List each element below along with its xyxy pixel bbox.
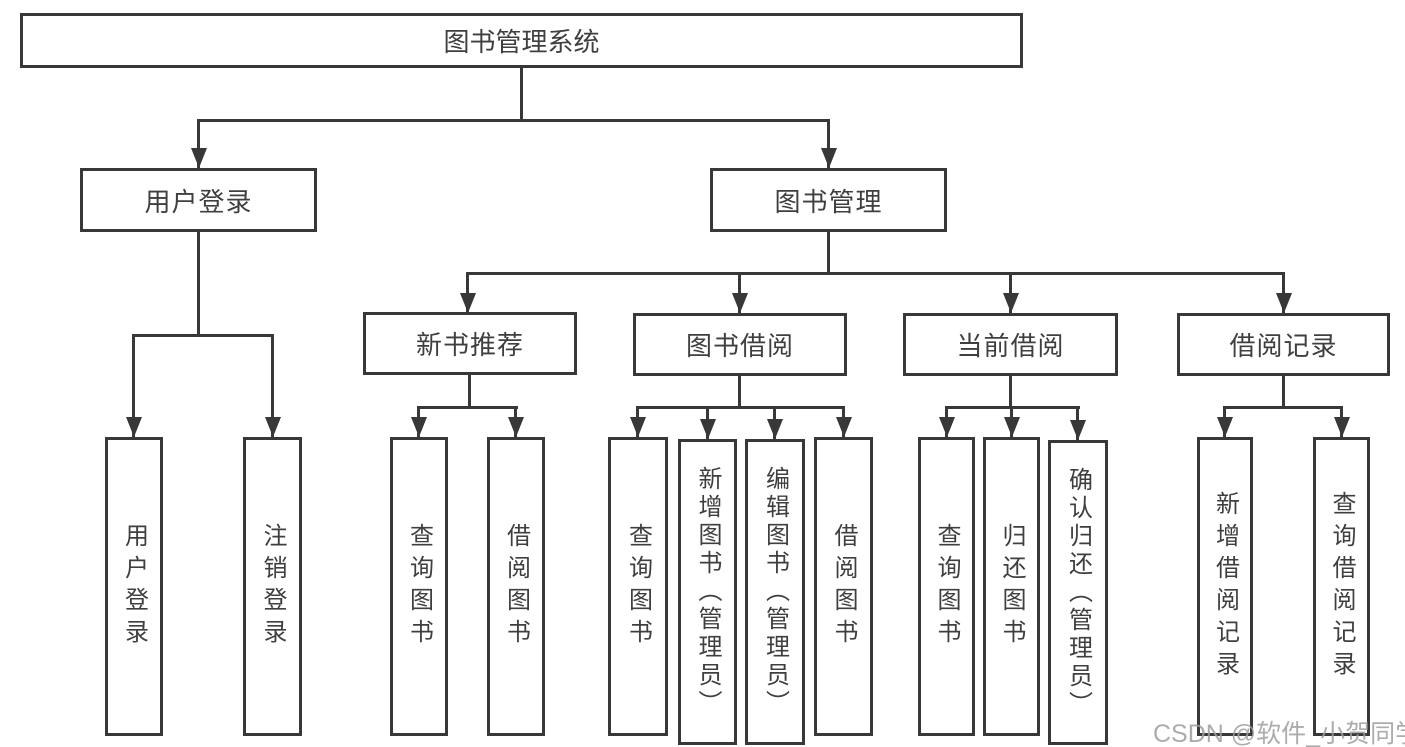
node-book-borrowing: 图书借阅 (633, 313, 847, 376)
edge-arrow-down-icon (271, 334, 274, 437)
node-book-management: 图书管理 (710, 168, 947, 232)
leaf-edit-book-admin: 编辑图书（管理员） (745, 439, 805, 745)
edge-arrow-down-icon (636, 406, 639, 437)
edge-arrow-down-icon (1223, 406, 1226, 437)
edge-arrow-down-icon (1340, 406, 1343, 437)
edge-arrow-down-icon (1076, 406, 1079, 440)
edge-line (1009, 376, 1012, 407)
leaf-query-books-2-label: 查询图书 (624, 522, 652, 651)
node-root: 图书管理系统 (20, 13, 1023, 68)
node-current-borrowing: 当前借阅 (903, 313, 1118, 376)
edge-arrow-down-icon (1009, 272, 1012, 313)
leaf-return-book: 归还图书 (983, 437, 1040, 736)
leaf-edit-book-admin-label: 编辑图书（管理员） (761, 466, 789, 718)
leaf-confirm-return-admin: 确认归还（管理员） (1048, 440, 1108, 745)
edge-arrow-down-icon (706, 406, 709, 439)
node-user-login: 用户登录 (80, 168, 317, 232)
edge-arrow-down-icon (827, 119, 830, 168)
edge-line (468, 375, 471, 407)
edge-line (636, 406, 845, 409)
node-borrowing-records: 借阅记录 (1177, 313, 1390, 376)
edge-line (827, 232, 830, 273)
leaf-query-books-1-label: 查询图书 (405, 522, 433, 651)
edge-arrow-down-icon (945, 406, 948, 437)
leaf-add-book-admin: 新增图书（管理员） (678, 439, 737, 745)
leaf-borrow-books-2-label: 借阅图书 (830, 522, 857, 651)
edge-arrow-down-icon (738, 272, 741, 313)
edge-line (417, 406, 518, 409)
edge-line (738, 376, 741, 407)
leaf-user-login-label: 用户登录 (120, 522, 148, 651)
edge-line (132, 334, 274, 337)
leaf-borrow-books-1: 借阅图书 (487, 437, 545, 736)
watermark: CSDN @软件_小贺同学 (1153, 720, 1405, 747)
edge-line (466, 272, 1285, 275)
leaf-add-book-admin-label: 新增图书（管理员） (694, 466, 721, 718)
edge-arrow-down-icon (1010, 406, 1013, 437)
leaf-query-books-3-label: 查询图书 (933, 522, 960, 651)
leaf-add-borrow-record: 新增借阅记录 (1197, 437, 1253, 736)
leaf-borrow-books-1-label: 借阅图书 (502, 522, 530, 651)
edge-arrow-down-icon (773, 406, 776, 439)
edge-arrow-down-icon (514, 406, 517, 437)
leaf-query-books-2: 查询图书 (608, 437, 668, 736)
leaf-return-book-label: 归还图书 (998, 522, 1025, 651)
leaf-user-login: 用户登录 (105, 437, 163, 736)
edge-line (197, 119, 830, 122)
leaf-query-borrow-record-label: 查询借阅记录 (1328, 490, 1355, 683)
leaf-logout: 注销登录 (243, 437, 302, 736)
edge-line (1223, 406, 1342, 409)
leaf-add-borrow-record-label: 新增借阅记录 (1211, 490, 1239, 683)
edge-arrow-down-icon (842, 406, 845, 437)
edge-line (197, 232, 200, 335)
leaf-borrow-books-2: 借阅图书 (814, 437, 873, 736)
node-new-book-recommend-label: 新书推荐 (415, 330, 524, 360)
edge-line (1282, 376, 1285, 407)
node-book-management-label: 图书管理 (774, 186, 883, 217)
leaf-query-books-3: 查询图书 (918, 437, 975, 736)
edge-line (520, 68, 523, 120)
node-book-borrowing-label: 图书借阅 (685, 331, 794, 361)
leaf-query-borrow-record: 查询借阅记录 (1313, 437, 1370, 736)
edge-arrow-down-icon (197, 119, 200, 168)
node-root-label: 图书管理系统 (443, 27, 600, 57)
node-current-borrowing-label: 当前借阅 (956, 331, 1065, 361)
leaf-query-books-1: 查询图书 (390, 437, 448, 736)
node-new-book-recommend: 新书推荐 (363, 312, 577, 375)
edge-arrow-down-icon (1282, 272, 1285, 313)
edge-arrow-down-icon (466, 272, 469, 313)
leaf-confirm-return-admin-label: 确认归还（管理员） (1064, 466, 1092, 719)
edge-arrow-down-icon (132, 334, 135, 437)
node-borrowing-records-label: 借阅记录 (1229, 331, 1338, 361)
leaf-logout-label: 注销登录 (259, 522, 286, 651)
edge-arrow-down-icon (417, 406, 420, 437)
node-user-login-label: 用户登录 (144, 186, 253, 217)
